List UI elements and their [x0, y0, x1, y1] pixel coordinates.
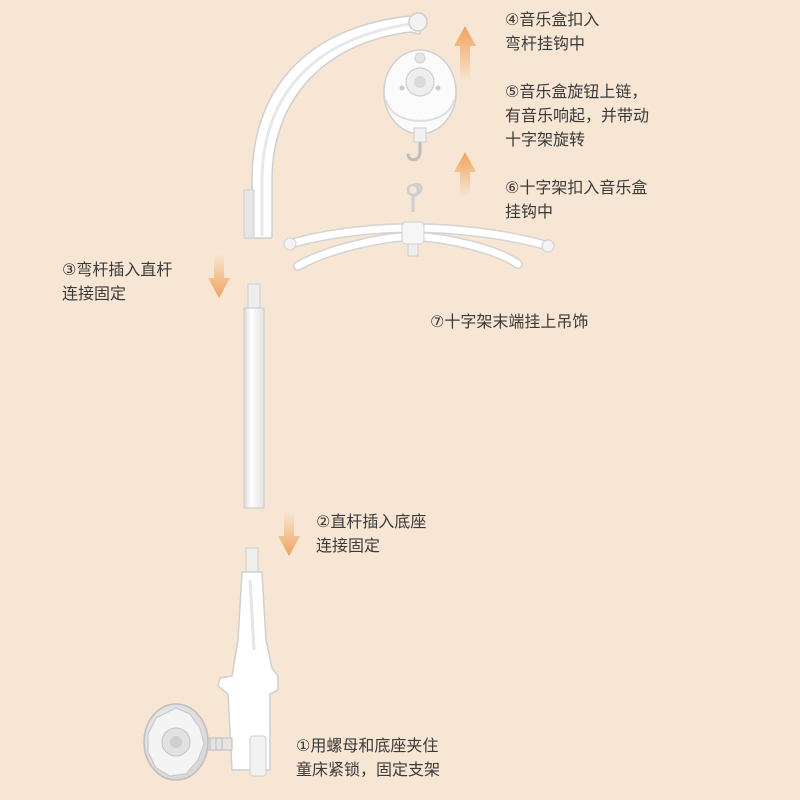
step-4-line-1: ④音乐盒扣入: [505, 10, 600, 29]
step-6-line-1: ⑥十字架扣入音乐盒: [505, 178, 648, 197]
step-7-line-1: ⑦十字架末端挂上吊饰: [430, 312, 589, 331]
step-2-line-2: 连接固定: [316, 536, 381, 555]
step-4-line-2: 弯杆挂钩中: [505, 34, 586, 53]
step-7-caption: ⑦十字架末端挂上吊饰: [430, 310, 588, 334]
step-5-line-1: ⑤音乐盒旋钮上链，: [505, 82, 648, 101]
arrow-down-icon: [278, 512, 300, 556]
step-1-caption: ①用螺母和底座夹住 童床紧锁，固定支架: [296, 734, 440, 782]
step-1-line-2: 童床紧锁，固定支架: [296, 760, 441, 779]
step-4-caption: ④音乐盒扣入 弯杆挂钩中: [505, 8, 599, 56]
step-3-caption: ③弯杆插入直杆 连接固定: [62, 258, 172, 306]
curved-arm: [243, 12, 428, 239]
straight-pole: [243, 283, 265, 509]
base-clamp: [205, 547, 279, 777]
step-3-line-1: ③弯杆插入直杆: [62, 260, 173, 279]
arrow-up-icon: [454, 26, 476, 82]
screw-knob: [143, 703, 209, 781]
step-3-line-2: 连接固定: [62, 284, 127, 303]
arrow-up-icon: [454, 152, 476, 196]
music-box: [383, 49, 457, 162]
step-5-line-3: 十字架旋转: [505, 130, 586, 149]
step-2-caption: ②直杆插入底座 连接固定: [316, 510, 426, 558]
step-6-caption: ⑥十字架扣入音乐盒 挂钩中: [505, 176, 647, 224]
step-6-line-2: 挂钩中: [505, 202, 554, 221]
cross-bar: [283, 182, 555, 271]
step-5-caption: ⑤音乐盒旋钮上链， 有音乐响起，并带动 十字架旋转: [505, 80, 649, 152]
arrow-down-icon: [208, 254, 230, 298]
step-1-line-1: ①用螺母和底座夹住: [296, 736, 439, 755]
step-2-line-1: ②直杆插入底座: [316, 512, 427, 531]
step-5-line-2: 有音乐响起，并带动: [505, 106, 650, 125]
